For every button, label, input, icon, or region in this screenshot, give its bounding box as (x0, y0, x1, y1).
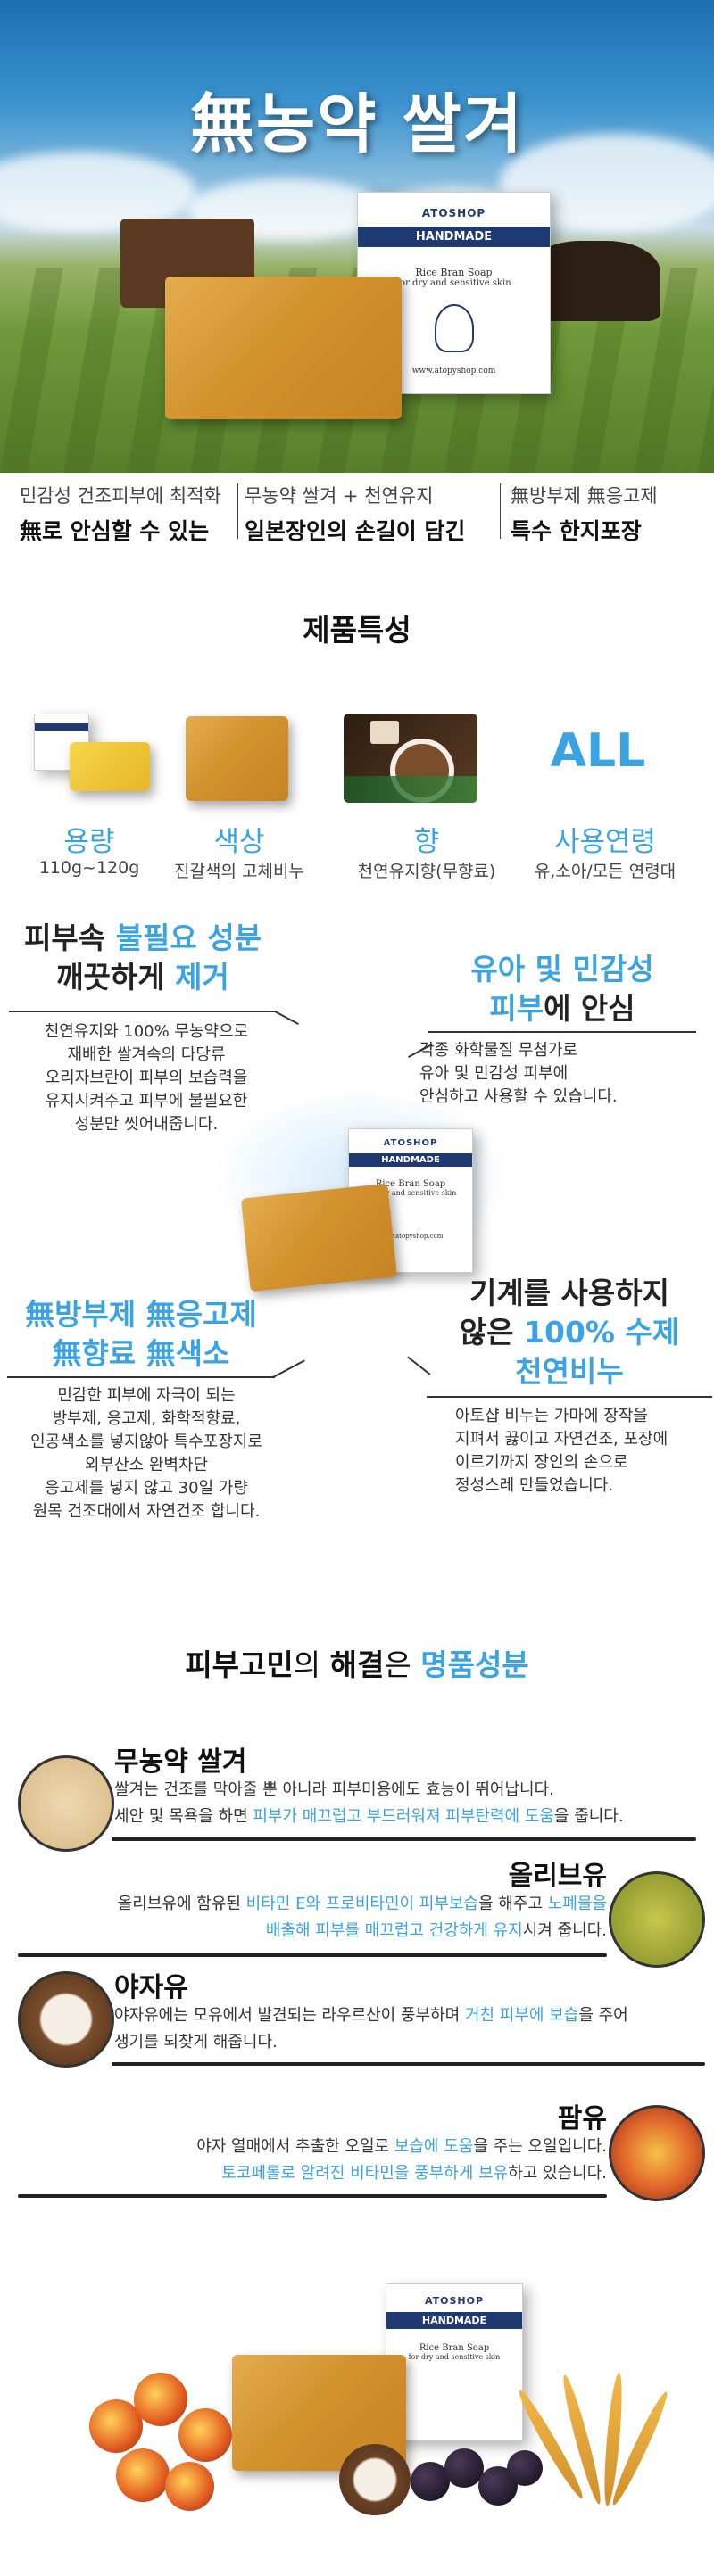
feature-desc-scent: 천연유지향(무향료) (357, 862, 496, 881)
benefit-soap-image (240, 1183, 398, 1292)
box-band: HANDMADE (358, 227, 550, 247)
feature-desc-age: 유,소아/모든 연령대 (534, 862, 677, 881)
ingredient-name-coconut: 야자유 (114, 1972, 188, 2003)
olive-icon (609, 1871, 705, 1968)
feature-desc-color: 진갈색의 고체비누 (174, 862, 304, 881)
wheat-image (513, 2364, 672, 2515)
soap-bar-image (165, 277, 402, 419)
palm-fruit-image (80, 2364, 250, 2520)
benefit-2-heading: 유아 및 민감성 피부에 안심 (470, 952, 654, 1026)
palm-icon (609, 2105, 705, 2201)
feature-label-scent: 향 (413, 826, 440, 858)
box-product-desc: for dry and sensitive skin (396, 278, 511, 288)
olive-bottom-image (411, 2440, 544, 2515)
ingredient-desc-olive: 올리브유에 함유된 비타민 E와 프로비타민이 피부보습을 해주고 노폐물을 배… (117, 1895, 607, 1940)
all-text-icon: ALL (550, 724, 646, 778)
tagline-3: 無방부제 無응고제 특수 한지포장 (511, 485, 658, 544)
ingredient-desc-coconut: 야자유에는 모유에서 발견되는 라우르산이 풍부하며 거친 피부에 보습을 주어… (114, 2006, 628, 2052)
soap-package-icon (34, 714, 150, 798)
hero-title: 無농약 쌀겨 (189, 87, 525, 161)
benefit-3-heading: 無방부제 無응고제 無향료 無색소 (25, 1297, 257, 1371)
benefit-4-heading: 기계를 사용하지 않은 100% 수제 천연비누 (459, 1276, 680, 1389)
ingredient-name-rice-bran: 무농약 쌀겨 (114, 1746, 247, 1778)
benefit-1-heading: 피부속 불필요 성분 깨끗하게 제거 (24, 921, 262, 995)
bottom-product-box: ATOSHOP HANDMADE Rice Bran Soap for dry … (386, 2283, 523, 2441)
box-url: www.atopyshop.com (411, 367, 496, 376)
ingredient-name-olive: 올리브유 (508, 1861, 607, 1892)
tagline-2: 무농약 쌀겨 + 천연유지 일본장인의 손길이 담긴 (245, 485, 466, 544)
rice-bran-icon (18, 1755, 114, 1852)
box-brand: ATOSHOP (421, 207, 486, 219)
hero-banner: 無농약 쌀겨 ATOSHOP HANDMADE Rice Bran Soap f… (0, 0, 714, 473)
feature-desc-capacity: 110g~120g (38, 858, 140, 878)
feature-label-color: 색상 (213, 826, 265, 858)
features-title: 제품특성 (303, 613, 411, 648)
coconut-circle-icon (18, 1971, 114, 2068)
feature-label-age: 사용연령 (553, 826, 657, 858)
box-product-name: Rice Bran Soap (415, 267, 493, 278)
ingredients-title: 피부고민의 해결은 명품성분 (185, 1647, 529, 1682)
ingredient-desc-rice-bran: 쌀겨는 건조를 막아줄 뿐 아니라 피부미용에도 효능이 뛰어납니다. 세안 및… (114, 1780, 624, 1826)
feature-label-capacity: 용량 (63, 826, 115, 858)
ingredient-name-palm: 팜유 (557, 2103, 607, 2134)
tagline-1: 민감성 건조피부에 최적화 無로 안심할 수 있는 (20, 485, 221, 544)
baby-icon (434, 304, 474, 352)
ingredient-desc-palm: 야자 열매에서 추출한 오일로 보습에 도움을 주는 오일입니다. 토코페롤로 … (196, 2137, 607, 2183)
coconut-bottom-image (339, 2444, 411, 2515)
soap-bar-icon (186, 716, 288, 801)
coconut-icon (344, 714, 477, 803)
